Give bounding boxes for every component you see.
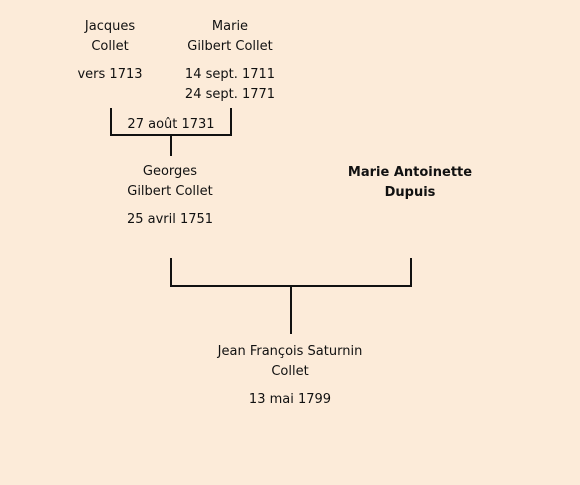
person-last-name: Collet <box>271 364 309 379</box>
person-last-name: Dupuis <box>384 185 436 200</box>
marriage-right-connector <box>410 258 412 287</box>
person-last-name: Gilbert Collet <box>127 184 213 199</box>
person-first-name: Jean François Saturnin <box>217 344 363 359</box>
person-birth-date: 25 avril 1751 <box>126 212 214 227</box>
marriage-left-connector <box>170 258 172 287</box>
marriage-bar <box>110 134 232 136</box>
marriage-left-connector <box>110 108 112 136</box>
marriage-date: 27 août 1731 <box>127 117 215 132</box>
person-birth-date: 14 sept. 1711 <box>184 67 276 82</box>
descent-line <box>290 287 292 334</box>
person-last-name: Gilbert Collet <box>187 39 273 54</box>
person-death-date: 24 sept. 1771 <box>184 87 276 102</box>
person-birth-date: 13 mai 1799 <box>248 392 332 407</box>
person-first-name: Jacques <box>84 19 136 34</box>
person-last-name: Collet <box>91 39 129 54</box>
person-first-name: Marie Antoinette <box>347 165 473 180</box>
descent-line <box>170 136 172 156</box>
person-birth-date: vers 1713 <box>77 67 143 82</box>
person-first-name: Georges <box>142 164 198 179</box>
marriage-right-connector <box>230 108 232 136</box>
marriage-bar <box>170 285 412 287</box>
person-first-name: Marie <box>211 19 249 34</box>
